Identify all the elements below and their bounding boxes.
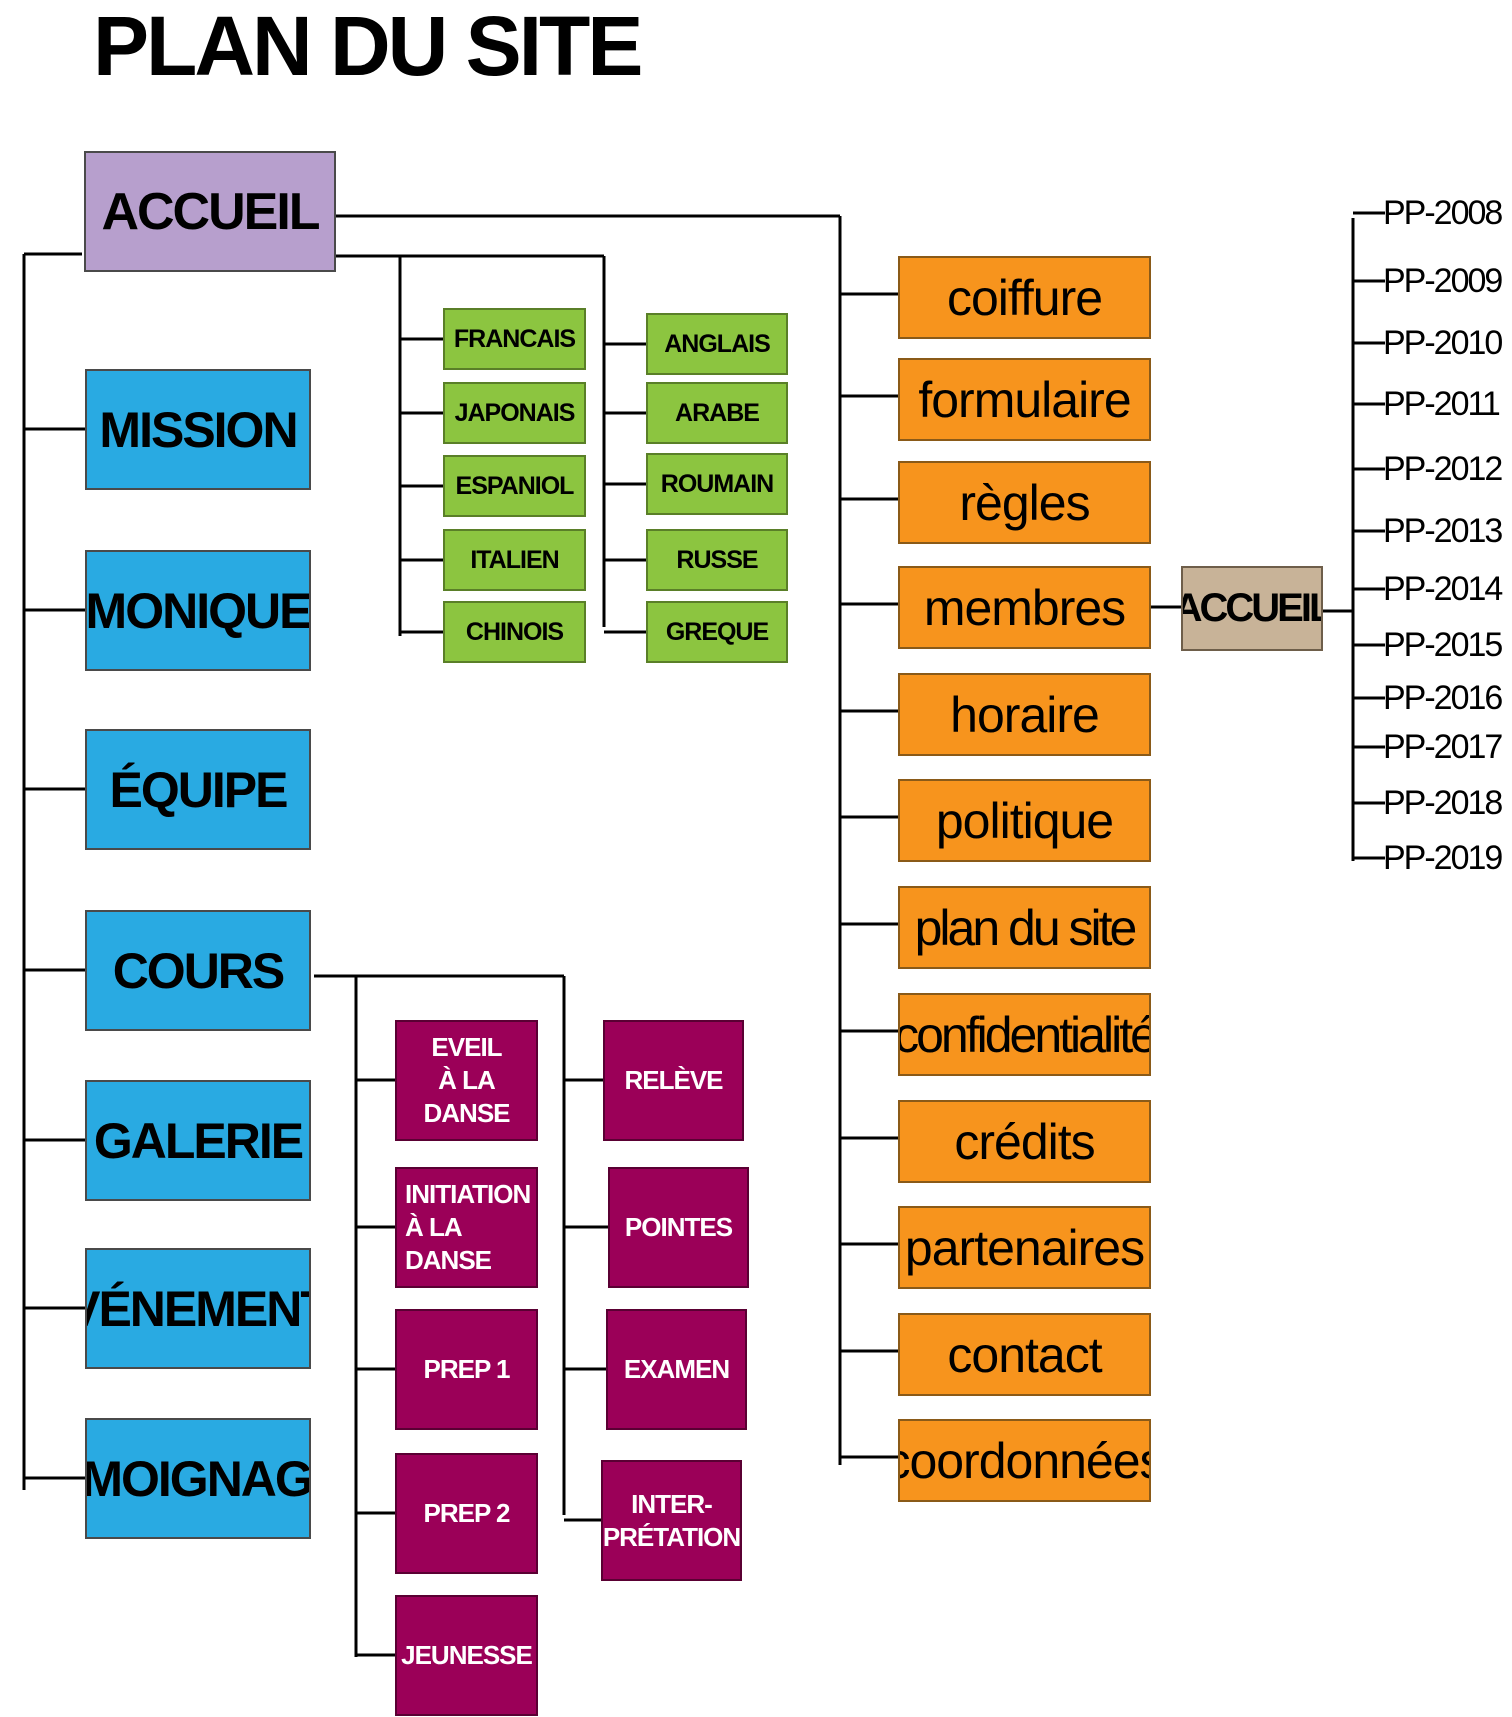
year-pp-2019[interactable]: PP-2019 bbox=[1383, 839, 1503, 877]
node-lang-greque-label: GREQUE bbox=[665, 617, 769, 646]
node-page-horaire[interactable]: horaire bbox=[898, 673, 1151, 756]
node-lang-espaniol[interactable]: ESPANIOL bbox=[443, 455, 586, 517]
node-cours-initiation-a-la-danse[interactable]: INITIATION À LA DANSE bbox=[395, 1167, 538, 1288]
node-lang-anglais-label: ANGLAIS bbox=[664, 329, 770, 358]
node-page-partenaires[interactable]: partenaires bbox=[898, 1206, 1151, 1289]
year-pp-2008[interactable]: PP-2008 bbox=[1383, 194, 1503, 232]
year-pp-2012[interactable]: PP-2012 bbox=[1383, 450, 1503, 488]
node-galerie[interactable]: GALERIE bbox=[85, 1080, 311, 1201]
node-cours-pointes[interactable]: POINTES bbox=[608, 1167, 749, 1288]
year-pp-2018[interactable]: PP-2018 bbox=[1383, 784, 1503, 822]
year-pp-2009[interactable]: PP-2009 bbox=[1383, 262, 1503, 300]
node-monique[interactable]: MONIQUE bbox=[85, 550, 311, 671]
node-evenements[interactable]: ÉVÉNEMENTS bbox=[85, 1248, 311, 1369]
node-mission[interactable]: MISSION bbox=[85, 369, 311, 490]
node-page-regles-label: règles bbox=[959, 474, 1090, 531]
node-cours-eveil-a-la-danse[interactable]: EVEIL À LA DANSE bbox=[395, 1020, 538, 1141]
node-lang-japonais[interactable]: JAPONAIS bbox=[443, 382, 586, 444]
node-page-formulaire[interactable]: formulaire bbox=[898, 358, 1151, 441]
node-equipe-label: ÉQUIPE bbox=[109, 761, 289, 818]
node-lang-greque[interactable]: GREQUE bbox=[646, 601, 788, 663]
node-page-contact-label: contact bbox=[947, 1326, 1102, 1383]
node-temoignages-label: TÉMOIGNAGES bbox=[85, 1450, 311, 1507]
year-pp-2011[interactable]: PP-2011 bbox=[1383, 385, 1501, 423]
node-page-membres[interactable]: membres bbox=[898, 566, 1151, 649]
node-lang-espaniol-label: ESPANIOL bbox=[455, 471, 575, 500]
node-galerie-label: GALERIE bbox=[93, 1112, 304, 1169]
node-equipe[interactable]: ÉQUIPE bbox=[85, 729, 311, 850]
node-members-accueil-label: ACCUEIL bbox=[1181, 586, 1323, 630]
node-lang-arabe-label: ARABE bbox=[675, 398, 760, 427]
page-title: PLAN DU SITE bbox=[93, 0, 643, 93]
node-page-credits[interactable]: crédits bbox=[898, 1100, 1151, 1183]
node-cours-examen[interactable]: EXAMEN bbox=[606, 1309, 747, 1430]
node-page-confidentialite[interactable]: confidentialité bbox=[898, 993, 1151, 1076]
node-page-regles[interactable]: règles bbox=[898, 461, 1151, 544]
node-page-coiffure[interactable]: coiffure bbox=[898, 256, 1151, 339]
node-page-politique[interactable]: politique bbox=[898, 779, 1151, 862]
node-cours-prep-1[interactable]: PREP 1 bbox=[395, 1309, 538, 1430]
node-cours-jeunesse-label: JEUNESSE bbox=[401, 1640, 533, 1670]
node-members-accueil[interactable]: ACCUEIL bbox=[1181, 566, 1323, 651]
node-cours-pointes-label: POINTES bbox=[624, 1212, 733, 1242]
year-pp-2013[interactable]: PP-2013 bbox=[1383, 512, 1503, 550]
node-page-membres-label: membres bbox=[923, 579, 1126, 636]
node-lang-francais[interactable]: FRANCAIS bbox=[443, 308, 586, 370]
node-page-coiffure-label: coiffure bbox=[946, 269, 1103, 326]
node-mission-label: MISSION bbox=[99, 401, 298, 458]
node-cours-prep-2[interactable]: PREP 2 bbox=[395, 1453, 538, 1574]
node-cours-label: COURS bbox=[112, 942, 286, 999]
node-cours[interactable]: COURS bbox=[85, 910, 311, 1031]
node-lang-arabe[interactable]: ARABE bbox=[646, 382, 788, 444]
node-page-plan-du-site-label: plan du site bbox=[914, 899, 1138, 956]
node-cours-releve-label: RELÈVE bbox=[624, 1065, 723, 1095]
node-lang-chinois[interactable]: CHINOIS bbox=[443, 601, 586, 663]
node-lang-roumain-label: ROUMAIN bbox=[660, 469, 774, 498]
node-cours-inter-pretation-label: INTER- PRÉTATION bbox=[602, 1488, 741, 1552]
node-cours-prep-1-label: PREP 1 bbox=[423, 1354, 510, 1384]
node-cours-prep-2-label: PREP 2 bbox=[423, 1498, 510, 1528]
node-cours-examen-label: EXAMEN bbox=[623, 1354, 730, 1384]
year-pp-2010[interactable]: PP-2010 bbox=[1383, 324, 1503, 362]
node-page-plan-du-site[interactable]: plan du site bbox=[898, 886, 1151, 969]
node-lang-francais-label: FRANCAIS bbox=[453, 324, 576, 353]
node-page-coordonnees[interactable]: coordonnées bbox=[898, 1419, 1151, 1502]
node-lang-roumain[interactable]: ROUMAIN bbox=[646, 453, 788, 515]
node-lang-russe-label: RUSSE bbox=[676, 545, 758, 574]
year-pp-2014[interactable]: PP-2014 bbox=[1383, 570, 1503, 608]
node-lang-chinois-label: CHINOIS bbox=[465, 617, 564, 646]
node-cours-releve[interactable]: RELÈVE bbox=[603, 1020, 744, 1141]
node-cours-inter-pretation[interactable]: INTER- PRÉTATION bbox=[601, 1460, 742, 1581]
node-lang-italien[interactable]: ITALIEN bbox=[443, 529, 586, 591]
year-pp-2015[interactable]: PP-2015 bbox=[1383, 626, 1503, 664]
node-page-credits-label: crédits bbox=[954, 1113, 1095, 1170]
node-temoignages[interactable]: TÉMOIGNAGES bbox=[85, 1418, 311, 1539]
node-page-confidentialite-label: confidentialité bbox=[898, 1006, 1151, 1063]
node-monique-label: MONIQUE bbox=[85, 582, 311, 639]
node-page-contact[interactable]: contact bbox=[898, 1313, 1151, 1396]
node-cours-eveil-a-la-danse-label: EVEIL À LA DANSE bbox=[423, 1032, 510, 1128]
node-lang-italien-label: ITALIEN bbox=[470, 545, 559, 574]
node-page-formulaire-label: formulaire bbox=[918, 371, 1131, 428]
node-lang-anglais[interactable]: ANGLAIS bbox=[646, 313, 788, 375]
node-page-coordonnees-label: coordonnées bbox=[898, 1432, 1151, 1489]
year-pp-2017[interactable]: PP-2017 bbox=[1383, 728, 1503, 766]
node-lang-japonais-label: JAPONAIS bbox=[454, 398, 576, 427]
node-cours-initiation-a-la-danse-label: INITIATION À LA DANSE bbox=[405, 1179, 531, 1275]
node-page-partenaires-label: partenaires bbox=[904, 1219, 1145, 1276]
node-lang-russe[interactable]: RUSSE bbox=[646, 529, 788, 591]
node-accueil[interactable]: ACCUEIL bbox=[84, 151, 336, 272]
node-cours-jeunesse[interactable]: JEUNESSE bbox=[395, 1595, 538, 1716]
node-accueil-label: ACCUEIL bbox=[101, 182, 320, 241]
year-pp-2016[interactable]: PP-2016 bbox=[1383, 679, 1503, 717]
node-evenements-label: ÉVÉNEMENTS bbox=[87, 1280, 309, 1337]
node-page-horaire-label: horaire bbox=[950, 686, 1100, 743]
node-page-politique-label: politique bbox=[935, 792, 1114, 849]
